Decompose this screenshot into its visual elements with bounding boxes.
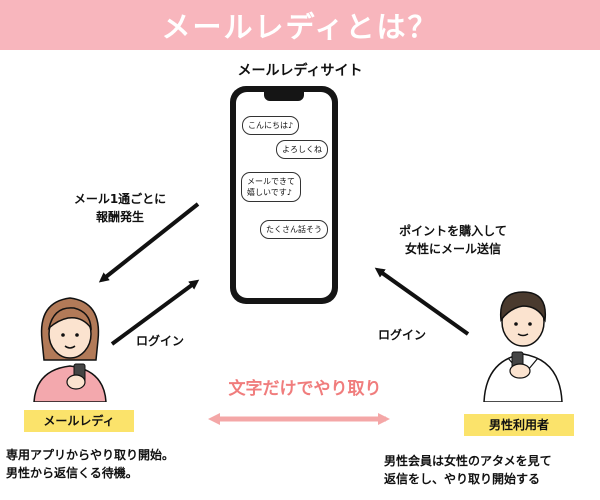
chat-bubble-3: メールできて 嬉しいです♪: [241, 172, 301, 202]
arrow-female-login: [110, 279, 200, 346]
chat-bubble-text: よろしくね: [282, 145, 322, 154]
male-description: 男性会員は女性のアタメを見て 返信をし、やり取り開始する: [384, 454, 552, 486]
chat-bubble-1: こんにちは♪: [242, 116, 300, 135]
arrow-site-to-female: [98, 202, 200, 283]
smartphone-illustration: こんにちは♪ よろしくね メールできて 嬉しいです♪ たくさん話そう: [230, 86, 338, 304]
chat-bubble-4: たくさん話そう: [260, 220, 328, 239]
page-title: メールレディとは？: [161, 10, 439, 44]
phone-screen: こんにちは♪ よろしくね メールできて 嬉しいです♪ たくさん話そう: [236, 92, 332, 298]
header-banner: メールレディとは？: [0, 0, 600, 50]
male-role-badge: 男性利用者: [464, 414, 574, 436]
login-right-label: ログイン: [378, 328, 427, 342]
chat-bubble-text: メールできて: [247, 177, 295, 186]
exchange-label: 文字だけでやり取り: [228, 379, 382, 399]
male-user-illustration: [483, 291, 563, 402]
female-role-badge: メールレディ: [24, 410, 134, 432]
points-note: ポイントを購入して 女性にメール送信: [399, 224, 507, 256]
arrow-male-to-site: [374, 267, 470, 336]
login-left-label: ログイン: [136, 334, 185, 348]
reward-note: メール1通ごとに 報酬発生: [73, 192, 167, 224]
female-description: 専用アプリからやり取り開始。 男性から返信くる待機。: [6, 448, 175, 480]
chat-bubble-text: 嬉しいです♪: [247, 188, 292, 197]
female-user-illustration: [33, 297, 107, 402]
chat-bubble-2: よろしくね: [276, 140, 328, 159]
site-label: メールレディサイト: [237, 63, 363, 79]
chat-bubble-text: こんにちは♪: [248, 121, 294, 130]
phone-notch: [264, 92, 304, 101]
chat-bubble-text: たくさん話そう: [266, 225, 322, 234]
